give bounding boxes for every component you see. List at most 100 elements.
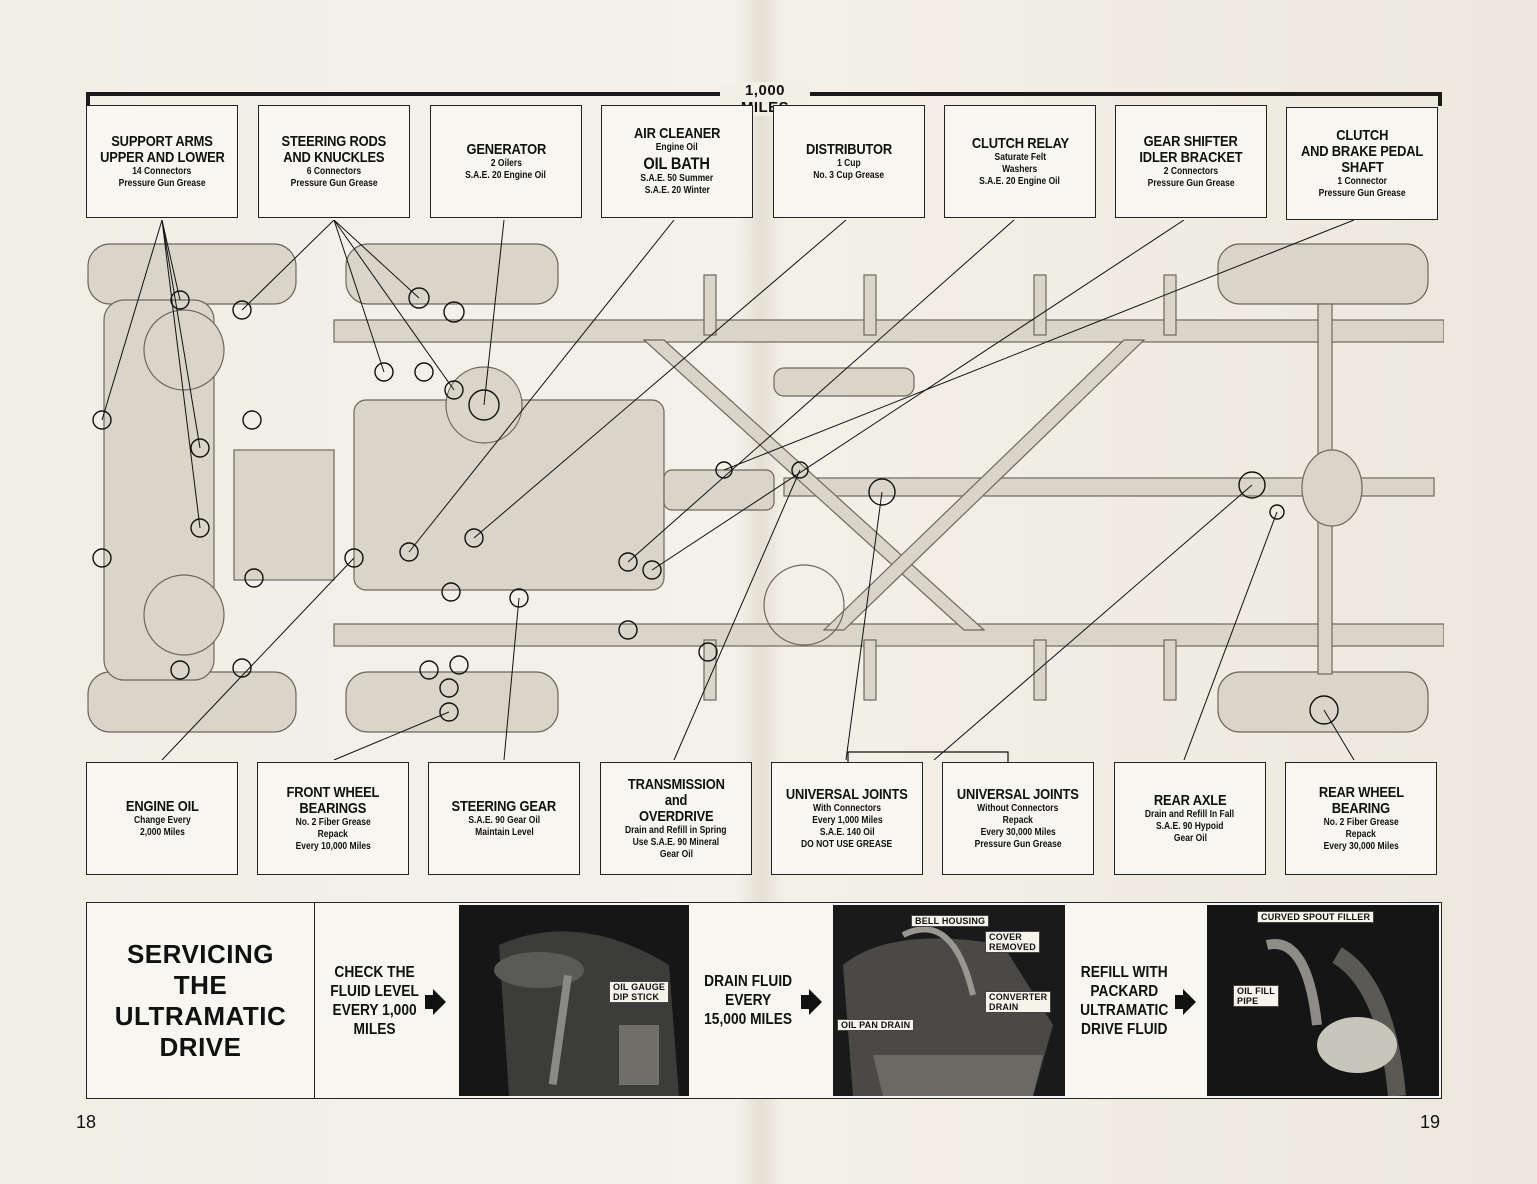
step-line: PACKARD [1090, 982, 1158, 1000]
box-distributor: DISTRIBUTOR 1 Cup No. 3 Cup Grease [773, 105, 925, 218]
box-text: 2 Oilers [490, 157, 522, 169]
box-text: 14 Connectors [132, 165, 192, 177]
box-title: BEARING [1331, 799, 1391, 817]
tire-front-left [87, 243, 297, 305]
step-line: MILES [353, 1020, 397, 1038]
box-title: IDLER BRACKET [1139, 148, 1243, 166]
x-member-2 [822, 339, 1146, 631]
box-text: S.A.E. 50 Summer [640, 173, 714, 184]
step-line: REFILL WITH [1080, 963, 1168, 981]
step-drain-fluid: DRAIN FLUID EVERY 15,000 MILES [689, 903, 831, 1098]
box-title: FRONT WHEEL [286, 783, 380, 801]
tag-line: CONVERTER [989, 992, 1048, 1002]
bracket [1033, 639, 1047, 701]
box-title: GEAR SHIFTER [1144, 132, 1238, 150]
frame-rail-bottom [333, 623, 1444, 647]
box-text: S.A.E. 20 Winter [644, 185, 710, 196]
step-line: EVERY 1,000 [332, 1001, 418, 1019]
step-line: DRIVE FLUID [1080, 1020, 1168, 1038]
box-text: Without Connectors [977, 802, 1059, 814]
box-title: STEERING GEAR [451, 797, 557, 815]
box-text: Pressure Gun Grease [1318, 187, 1406, 199]
tire-rear-left [1217, 243, 1429, 305]
photo-tag: CURVED SPOUT FILLER [1257, 911, 1375, 923]
box-text: DO NOT USE GREASE [801, 838, 893, 850]
arrow-stem [425, 995, 433, 1009]
box-air-cleaner: AIR CLEANER Engine Oil OIL BATH S.A.E. 5… [601, 105, 753, 218]
box-text: 2,000 Miles [139, 826, 185, 838]
bracket [863, 274, 877, 336]
front-spring-right [143, 574, 225, 656]
bracket [1163, 639, 1177, 701]
box-support-arms: SUPPORT ARMS UPPER AND LOWER 14 Connecto… [86, 105, 238, 218]
box-rear-wheel-bearing: REAR WHEEL BEARING No. 2 Fiber Grease Re… [1285, 762, 1437, 875]
transmission-photo [459, 905, 689, 1096]
box-text: S.A.E. 140 Oil [819, 826, 875, 838]
box-title: AND KNUCKLES [283, 148, 385, 166]
step-line: EVERY [724, 992, 772, 1009]
radiator [233, 449, 335, 581]
photo-oil-fill: CURVED SPOUT FILLER OIL FILL PIPE [1207, 905, 1439, 1096]
bracket [1033, 274, 1047, 336]
box-text: Every 1,000 Miles [811, 814, 883, 826]
photo-oil-pan: BELL HOUSING COVER REMOVED CONVERTER DRA… [833, 905, 1065, 1096]
box-title: GENERATOR [466, 140, 546, 158]
step-line: DRAIN FLUID [704, 973, 792, 990]
box-title: SHAFT [1340, 158, 1384, 176]
box-title: OVERDRIVE [638, 807, 714, 825]
photo-tag: OIL FILL PIPE [1233, 985, 1279, 1007]
box-engine-oil: ENGINE OIL Change Every 2,000 Miles [86, 762, 238, 875]
title-line: DRIVE [159, 1031, 242, 1062]
box-text: Gear Oil [659, 848, 693, 860]
rule-cap-left [86, 92, 90, 106]
photo-tag: COVER REMOVED [985, 931, 1040, 953]
box-text: Engine Oil [655, 142, 699, 153]
photo-tag: CONVERTER DRAIN [985, 991, 1052, 1013]
box-universal-joints-with: UNIVERSAL JOINTS With Connectors Every 1… [771, 762, 923, 875]
box-text: S.A.E. 90 Gear Oil [468, 814, 540, 826]
box-gear-shifter: GEAR SHIFTER IDLER BRACKET 2 Connectors … [1115, 105, 1267, 218]
arrow-right-icon [1183, 989, 1196, 1015]
box-title: CLUTCH [1335, 126, 1389, 144]
tire-rear-right [1217, 671, 1429, 733]
box-generator: GENERATOR 2 Oilers S.A.E. 20 Engine Oil [430, 105, 582, 218]
step-line: FLUID LEVEL [330, 982, 420, 1000]
box-text: Gear Oil [1173, 832, 1207, 844]
arrow-stem [1175, 995, 1183, 1009]
box-text: Repack [1002, 814, 1034, 826]
page-number-right: 19 [1420, 1112, 1441, 1132]
box-text: 2 Connectors [1163, 165, 1219, 177]
title-line: SERVICING [126, 938, 275, 969]
box-title: UNIVERSAL JOINTS [957, 785, 1079, 803]
box-clutch-brake-pedal: CLUTCH AND BRAKE PEDAL SHAFT 1 Connector… [1286, 107, 1438, 220]
tag-line: DIP STICK [613, 992, 660, 1002]
box-title: AND BRAKE PEDAL [1300, 142, 1424, 160]
arrow-right-icon [809, 989, 822, 1015]
photo-tag: OIL PAN DRAIN [837, 1019, 915, 1031]
box-title: DISTRIBUTOR [805, 140, 893, 158]
box-text: Pressure Gun Grease [1147, 177, 1235, 189]
box-text: Pressure Gun Grease [290, 177, 378, 189]
tire-mid-right [345, 671, 559, 733]
box-text: Repack [317, 828, 349, 840]
bracket [1163, 274, 1177, 336]
box-title: AIR CLEANER [633, 125, 721, 142]
photo-tag: BELL HOUSING [911, 915, 990, 927]
tag-line: REMOVED [989, 942, 1036, 952]
box-text: Every 10,000 Miles [295, 840, 371, 852]
box-steering-gear: STEERING GEAR S.A.E. 90 Gear Oil Maintai… [428, 762, 580, 875]
tag-line: OIL FILL [1237, 986, 1275, 996]
ujoint-bracket [847, 751, 1009, 762]
box-text: Drain and Refill In Fall [1145, 808, 1235, 820]
box-title: OIL BATH [643, 154, 711, 173]
arrow-right-icon [433, 989, 446, 1015]
bracket [703, 639, 717, 701]
photo-tag: OIL GAUGE DIP STICK [609, 981, 670, 1003]
tag-line: OIL GAUGE [613, 982, 666, 992]
box-title: CLUTCH RELAY [971, 134, 1069, 152]
box-clutch-relay: CLUTCH RELAY Saturate Felt Washers S.A.E… [944, 105, 1096, 218]
box-title: REAR AXLE [1153, 791, 1227, 809]
tag-line: DRAIN [989, 1002, 1019, 1012]
driveshaft [783, 477, 1435, 497]
box-text: Use S.A.E. 90 Mineral [632, 836, 720, 848]
